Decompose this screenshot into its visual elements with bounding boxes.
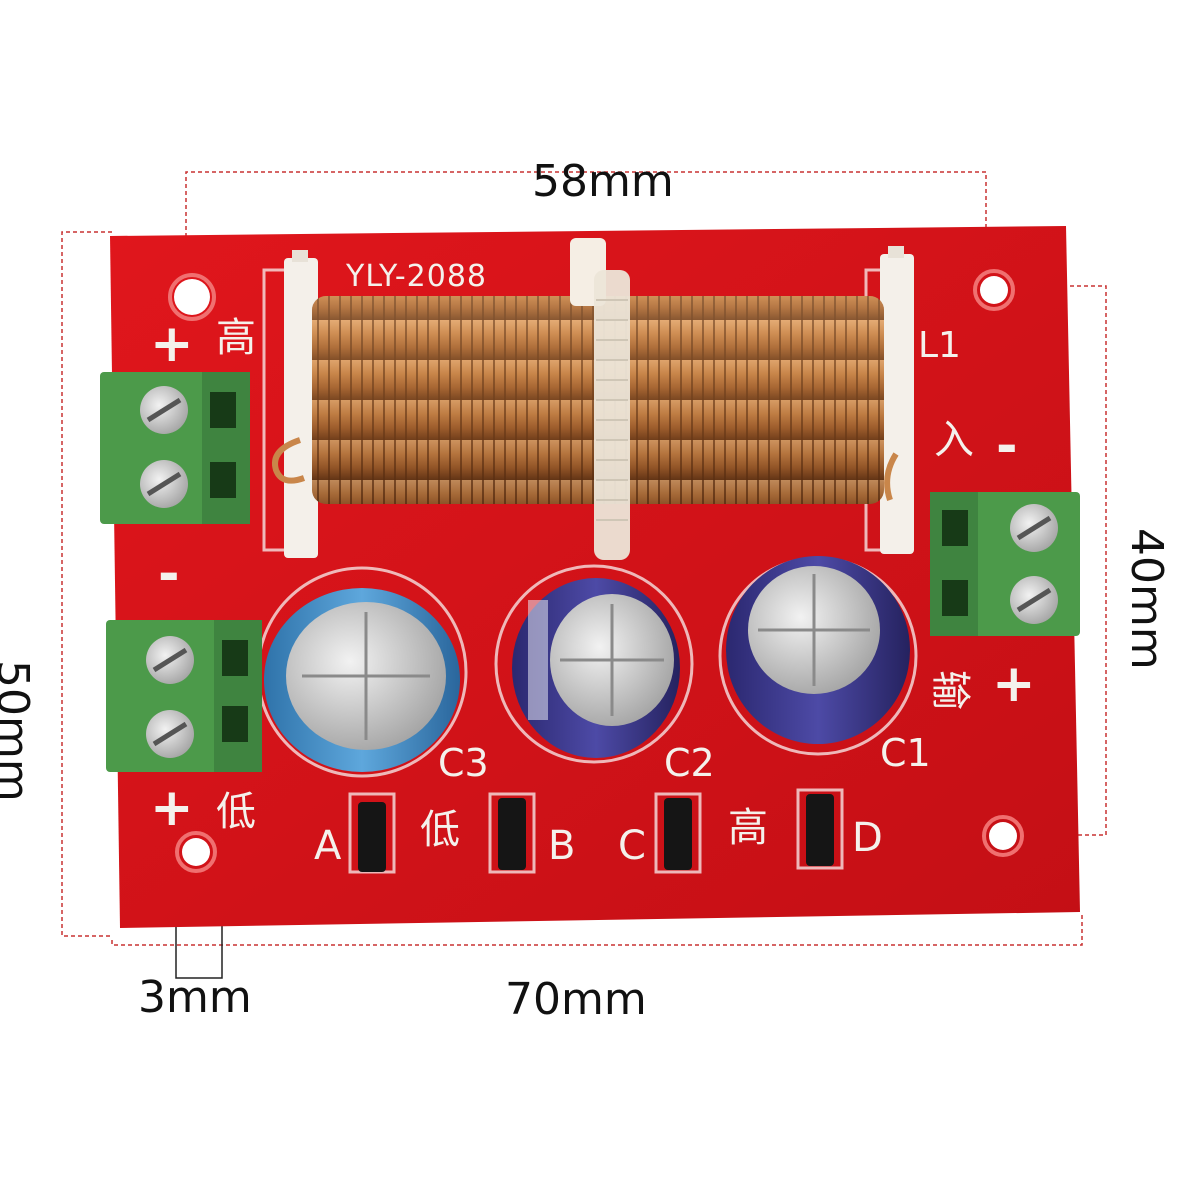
capacitor-c1 (726, 556, 910, 744)
jumper-d-label: D (852, 815, 883, 861)
hole-dimension: 3mm (138, 972, 252, 1023)
jumper-headers (358, 794, 834, 872)
input-minus-marker: - (996, 416, 1018, 476)
dimension-line-bottom (111, 912, 1083, 946)
right-height-dimension: 40mm (1121, 528, 1172, 670)
mounting-hole (989, 822, 1017, 850)
capacitor-c2 (512, 578, 680, 758)
input-plus-marker: + (992, 654, 1036, 714)
jumper-a-label: A (314, 823, 342, 869)
input-label: 入 (934, 417, 974, 463)
cable-tie (570, 238, 630, 560)
capacitor-c2-label: C2 (664, 741, 715, 785)
mounting-hole (182, 838, 210, 866)
jumper-pin-a (358, 802, 386, 872)
bottom-width-dimension: 70mm (505, 974, 647, 1025)
mounting-holes (168, 269, 1024, 873)
inductor-label: L1 (918, 325, 961, 366)
jumper-high-label: 高 (728, 805, 768, 851)
left-height-dimension: 50mm (0, 660, 38, 802)
jumper-b-label: B (548, 823, 576, 869)
terminal-block-low (106, 620, 262, 772)
high-plus-marker: + (150, 314, 194, 374)
mounting-hole (174, 279, 210, 315)
top-width-dimension: 58mm (532, 156, 674, 207)
capacitor-c1-label: C1 (880, 731, 931, 775)
jumper-c-label: C (618, 823, 646, 869)
mounting-hole (980, 276, 1008, 304)
capacitor-c3-label: C3 (438, 741, 489, 785)
inductor-coil (272, 296, 899, 504)
left-minus-marker: - (158, 544, 180, 604)
low-output-label: 低 (216, 789, 256, 835)
jumper-pin-b (498, 798, 526, 870)
terminal-block-input (930, 492, 1080, 636)
low-plus-marker: + (150, 778, 194, 838)
terminal-block-high (100, 372, 250, 524)
pcb-model-label: YLY-2088 (346, 259, 487, 294)
capacitor-c3 (264, 588, 460, 772)
input-label-rotated: 输 (927, 670, 973, 710)
dimension-line-left (61, 231, 112, 937)
jumper-low-label: 低 (420, 807, 460, 853)
jumper-pin-c (664, 798, 692, 870)
jumper-pin-d (806, 794, 834, 866)
high-output-label: 高 (216, 315, 256, 361)
